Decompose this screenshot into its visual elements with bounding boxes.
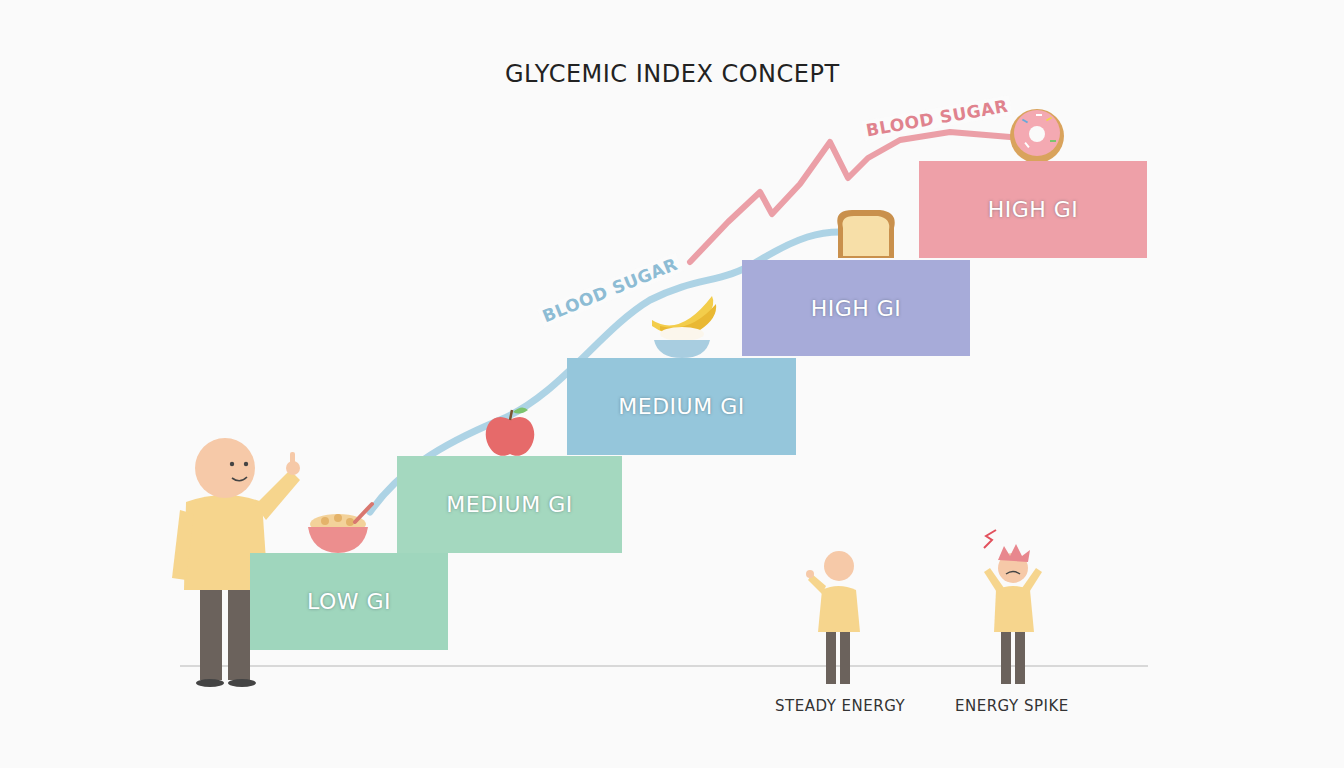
banana-bowl (652, 296, 716, 358)
step-label: HIGH GI (811, 296, 902, 321)
gi-step: MEDIUM GI (567, 358, 796, 455)
step-label: MEDIUM GI (618, 394, 744, 419)
step-label: HIGH GI (988, 197, 1079, 222)
steady-figure (806, 551, 860, 684)
spike-figure (984, 530, 1042, 684)
gi-step: MEDIUM GI (397, 456, 622, 553)
donut (1010, 109, 1064, 163)
curve-label: BLOOD SUGAR (537, 253, 683, 328)
step-label: MEDIUM GI (446, 492, 572, 517)
gi-step: LOW GI (250, 553, 448, 650)
gi-step: HIGH GI (919, 161, 1147, 258)
figure-caption: ENERGY SPIKE (955, 697, 1069, 715)
apple (486, 407, 535, 455)
bread-slice (837, 210, 894, 258)
gi-step: HIGH GI (742, 260, 970, 356)
diagram-title: GLYCEMIC INDEX CONCEPT (505, 60, 840, 88)
step-label: LOW GI (307, 589, 391, 614)
oatmeal-bowl (308, 504, 372, 553)
figure-caption: STEADY ENERGY (775, 697, 905, 715)
